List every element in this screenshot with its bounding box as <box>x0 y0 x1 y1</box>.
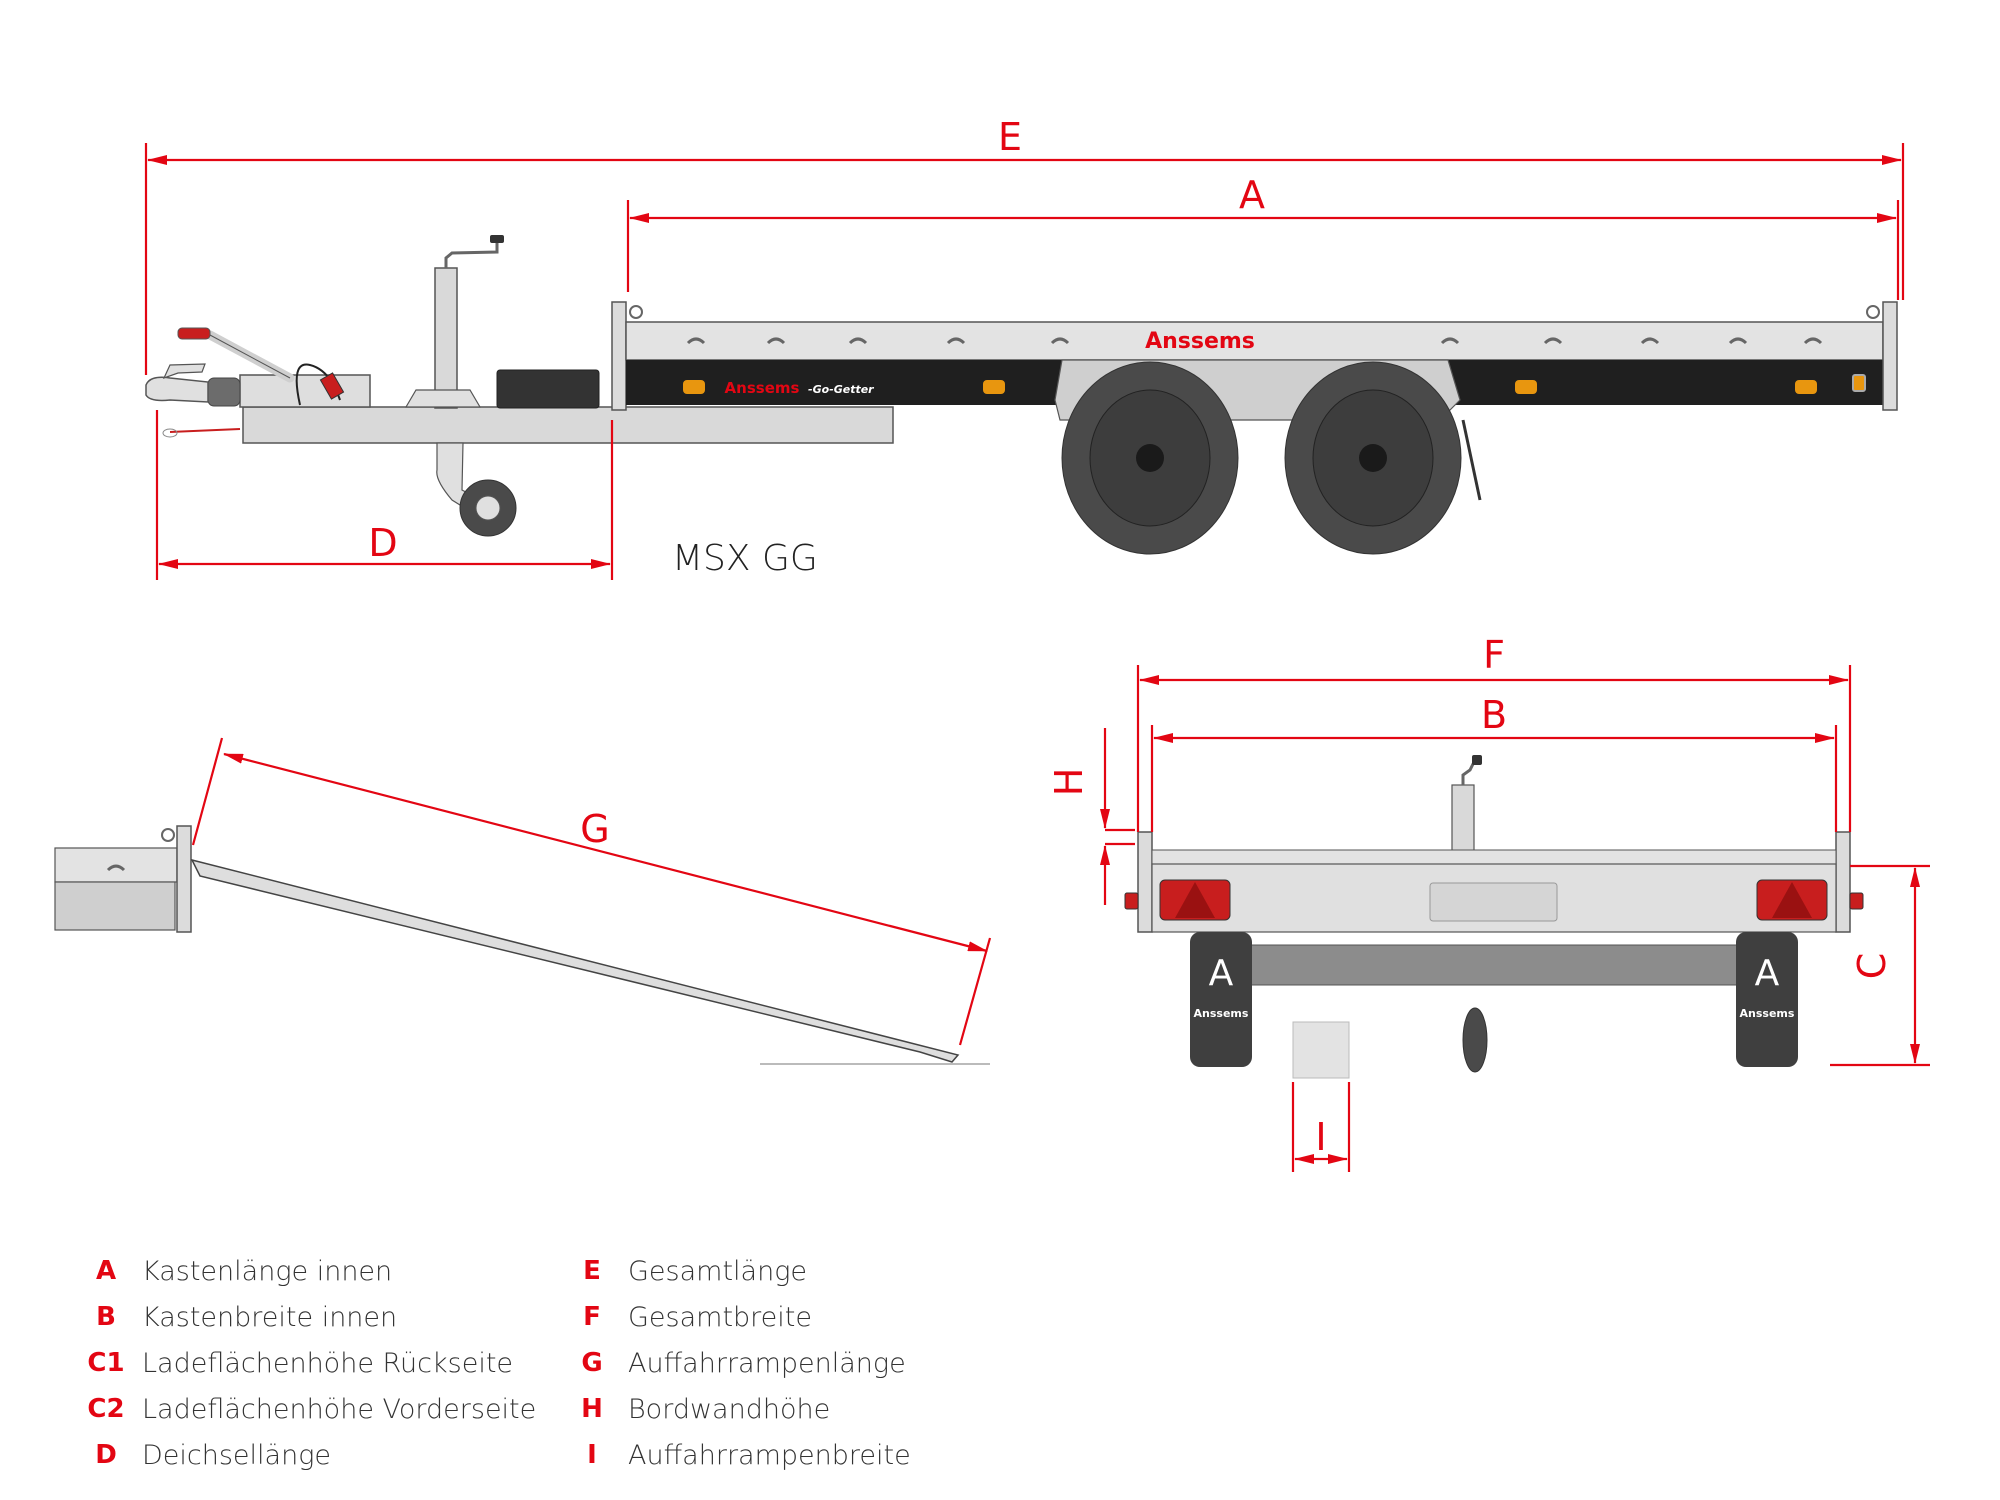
dimension-label-D: D <box>368 521 397 565</box>
brand-logo-main: Anssems <box>1145 329 1255 354</box>
svg-text:Anssems: Anssems <box>1194 1007 1249 1020</box>
jockey-post <box>434 267 458 409</box>
side-marker-lights <box>683 374 1866 394</box>
legend-item: A Kastenlänge innen <box>80 1248 536 1294</box>
ramp-post <box>176 825 192 933</box>
series-logo: -Go-Getter <box>808 383 874 396</box>
dimension-label-G: G <box>580 807 609 851</box>
model-name: MSX GG <box>672 538 818 579</box>
legend-label: Auffahrrampenbreite <box>628 1439 911 1471</box>
ramp-end <box>1292 1021 1350 1079</box>
legend-key: F <box>583 1302 601 1332</box>
legend-item: E Gesamtlänge <box>566 1248 911 1294</box>
drawbar <box>242 406 894 444</box>
legend-label: Bordwandhöhe <box>628 1393 831 1425</box>
legend-item: H Bordwandhöhe <box>566 1386 911 1432</box>
legend-item: I Auffahrrampenbreite <box>566 1432 911 1478</box>
jockey-crank <box>444 240 499 268</box>
legend-key: C2 <box>87 1394 125 1424</box>
legend-key: I <box>587 1440 597 1470</box>
tail-lights <box>1124 879 1864 921</box>
legend-label: Ladeflächenhöhe Vorderseite <box>142 1393 537 1425</box>
coupling-housing <box>239 374 371 408</box>
legend-label: Kastenbreite innen <box>142 1301 398 1333</box>
legend-item: B Kastenbreite innen <box>80 1294 536 1340</box>
wheel-rear <box>1284 361 1462 555</box>
rear-jockey-wheel <box>1462 1007 1488 1073</box>
rear-axle <box>1194 944 1794 986</box>
license-plate <box>1429 882 1558 922</box>
rear-view: A A Anssems Anssems <box>1124 755 1864 1079</box>
dimension-label-A: A <box>1239 173 1265 217</box>
legend-key: E <box>583 1256 601 1286</box>
legend-key: B <box>96 1302 116 1332</box>
dimension-label-F: F <box>1483 633 1505 677</box>
dimension-label-C: C <box>1850 953 1894 980</box>
mudflaps: A A Anssems Anssems <box>1190 932 1798 1067</box>
mudflap-side <box>1461 419 1482 501</box>
dimension-E: E <box>144 115 1905 375</box>
side-view: Anssems Anssems -Go-Getter MSX GG <box>145 235 1898 579</box>
legend-label: Kastenlänge innen <box>142 1255 393 1287</box>
handbrake-grip <box>177 327 211 340</box>
rear-post <box>1882 301 1898 411</box>
dimension-label-H: H <box>1047 768 1091 797</box>
ramp-view <box>54 825 990 1065</box>
svg-text:Anssems: Anssems <box>1740 1007 1795 1020</box>
dimension-I: I <box>1291 1082 1351 1172</box>
battery-box <box>496 369 600 409</box>
svg-text:A: A <box>1209 953 1234 994</box>
dimension-D: D <box>155 410 614 580</box>
legend-left: A Kastenlänge innen B Kastenbreite innen C… <box>80 1248 536 1478</box>
dimension-B: B <box>1150 693 1838 832</box>
dimension-G: G <box>191 737 992 1046</box>
legend-label: Deichsellänge <box>142 1439 332 1471</box>
legend-key: C1 <box>87 1348 125 1378</box>
coupling-head <box>145 376 209 403</box>
legend-key: A <box>95 1256 117 1286</box>
legend-item: F Gesamtbreite <box>566 1294 911 1340</box>
box-side-upper <box>625 321 1884 361</box>
brand-logo-panel: Anssems <box>725 379 800 397</box>
legend-right: E Gesamtlänge F Gesamtbreite G Auffahrrampe… <box>566 1248 911 1478</box>
legend-item: C2 Ladeflächenhöhe Vorderseite <box>80 1386 536 1432</box>
dimension-label-I: I <box>1315 1115 1326 1159</box>
dimension-label-B: B <box>1481 693 1507 737</box>
lashing-slots <box>686 337 1823 345</box>
dimension-label-E: E <box>998 115 1022 159</box>
legend-label: Gesamtlänge <box>628 1255 808 1287</box>
legend-label: Gesamtbreite <box>628 1301 812 1333</box>
wheel-front <box>1061 361 1239 555</box>
dimension-C: C <box>1830 864 1930 1067</box>
dimension-H: H <box>1047 728 1135 905</box>
svg-text:A: A <box>1755 953 1780 994</box>
dimension-A: A <box>626 173 1900 300</box>
legend-label: Ladeflächenhöhe Rückseite <box>142 1347 514 1379</box>
legend-item: G Auffahrrampenlänge <box>566 1340 911 1386</box>
legend-key: D <box>95 1440 117 1470</box>
coupling-bellows <box>207 377 241 407</box>
legend-key: H <box>581 1394 603 1424</box>
front-post <box>611 301 627 411</box>
ramp <box>190 858 960 1063</box>
legend-label: Auffahrrampenlänge <box>628 1347 906 1379</box>
legend-item: D Deichsellänge <box>80 1432 536 1478</box>
legend-key: G <box>581 1348 603 1378</box>
dimension-F: F <box>1136 633 1852 832</box>
legend-item: C1 Ladeflächenhöhe Rückseite <box>80 1340 536 1386</box>
